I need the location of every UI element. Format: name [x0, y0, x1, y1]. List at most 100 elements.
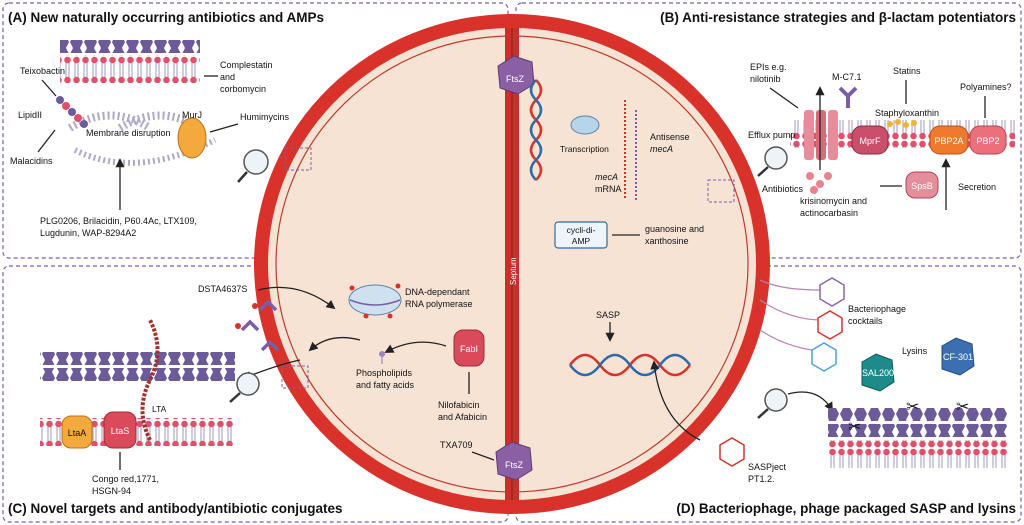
- phage-label-2: cocktails: [848, 316, 883, 326]
- humimycins-label: Humimycins: [240, 112, 290, 122]
- fabi-to-phospho-arrow: [384, 341, 447, 353]
- dna-helix-d: [569, 353, 691, 377]
- amps-label-2: Lugdunin, WAP-8294A2: [40, 228, 136, 238]
- ribosome-b: [570, 115, 600, 135]
- mprf-protein: MprF: [851, 125, 889, 155]
- magnifier-b-icon: [757, 146, 788, 177]
- efflux-label: Efflux pump: [748, 130, 795, 140]
- magnifier-a-icon: [237, 149, 269, 183]
- transcription-label: Transcription: [560, 144, 609, 154]
- lipidii-label: LipidII: [18, 110, 42, 120]
- ftsz-bottom-label: FtsZ: [505, 460, 523, 470]
- krisino-label-2: actinocarbasin: [800, 208, 858, 218]
- membrane-disruption-label: Membrane disruption: [86, 128, 171, 138]
- cyclic-di-amp-box: [554, 221, 608, 249]
- sasp-label: SASP: [596, 310, 620, 320]
- complestatin-label-2: and: [220, 72, 235, 82]
- svg-text:✂: ✂: [956, 399, 969, 416]
- sal200-label: SAL200: [862, 368, 894, 378]
- phage-head-purple: [819, 277, 845, 307]
- teixobactin-inhibit-line: [41, 79, 57, 97]
- phage-head-blue: [811, 342, 837, 372]
- panel-b-title: (B) Anti-resistance strategies and β-lac…: [660, 10, 1016, 25]
- rna-polymerase: [348, 283, 402, 319]
- rnap-label-2: RNA polymerase: [405, 299, 473, 309]
- teixobactin-label: Teixobactin: [20, 66, 65, 76]
- ftsz-top-label: FtsZ: [506, 74, 524, 84]
- spsb-protein: SpsB: [905, 171, 939, 199]
- antibody-mc71-icon: [838, 86, 858, 108]
- membrane-d: [828, 408, 1008, 468]
- magnifier-d-arrow: [787, 391, 833, 412]
- humimycins-inhibit-line: [209, 123, 239, 133]
- septum-label: Septum: [509, 257, 518, 285]
- antibiotics-dots: [806, 172, 832, 194]
- svg-text:✂: ✂: [906, 399, 919, 416]
- ltas-protein: LtaS: [103, 411, 137, 449]
- phage-head-red: [817, 310, 843, 340]
- phospho-label-2: and fatty acids: [356, 380, 415, 390]
- malacidins-inhibit-line: [37, 129, 56, 153]
- fabi-protein: FabI: [453, 329, 485, 367]
- krisino-label-1: krisinomycin and: [800, 196, 867, 206]
- saspject-arrow: [650, 360, 701, 441]
- cyclic-label-2: AMP: [572, 236, 591, 246]
- malacidins-label: Malacidins: [10, 156, 53, 166]
- ltas-label: LtaS: [111, 426, 130, 436]
- staphyloxanthin-dots: [887, 119, 917, 128]
- phospholipid-icon: [379, 351, 385, 364]
- rnap-label-1: DNA-dependant: [405, 287, 470, 297]
- antibiotics-label: Antibiotics: [762, 184, 804, 194]
- saspject-label-2: PT1.2.: [748, 474, 775, 484]
- lysins-label: Lysins: [902, 346, 928, 356]
- zoom-box-b: [707, 179, 735, 203]
- mrna-strands: [624, 100, 637, 200]
- guanosine-label-2: xanthosine: [645, 236, 689, 246]
- antisense-label-1: Antisense: [650, 132, 690, 142]
- svg-text:✂: ✂: [848, 419, 861, 436]
- complestatin-label-1: Complestatin: [220, 60, 273, 70]
- nilo-label-1: Nilofabicin: [438, 400, 480, 410]
- epis-inhibit-line: [769, 87, 799, 109]
- txa-inhibit-line: [471, 451, 495, 461]
- zoom-box-a: [284, 147, 312, 171]
- statins-label: Statins: [893, 66, 921, 76]
- staphyloxanthin-label: Staphyloxanthin: [875, 108, 939, 118]
- zoom-box-c: [281, 365, 309, 389]
- dsta-label: DSTA4637S: [198, 284, 247, 294]
- phospho-label-1: Phospholipids: [356, 368, 413, 378]
- mprf-label: MprF: [860, 136, 881, 146]
- meca-label-2: mRNA: [595, 184, 622, 194]
- saspject-label-1: SASPject: [748, 462, 787, 472]
- phospho-to-membrane-arrow: [308, 336, 361, 352]
- cf301-protein: CF-301: [941, 337, 975, 376]
- phage-label-1: Bacteriophage: [848, 304, 906, 314]
- dna-helix-b: [529, 79, 543, 181]
- complestatin-label-3: corbomycin: [220, 84, 266, 94]
- bacterial-cell: Septum: [254, 14, 770, 514]
- ftsz-bottom: FtsZ: [495, 441, 533, 481]
- panel-a-title: (A) New naturally occurring antibiotics …: [8, 10, 324, 25]
- panel-b-border: [515, 2, 1022, 259]
- nilo-label-2: and Afabicin: [438, 412, 487, 422]
- antisense-label-2: mecA: [650, 144, 673, 154]
- mc71-label: M-C7.1: [832, 72, 862, 82]
- lipid-ii-chain: [56, 96, 88, 128]
- antibody-conjugates: [235, 299, 280, 352]
- ltaa-label: LtaA: [68, 428, 87, 438]
- magnifier-d-icon: [757, 388, 788, 419]
- epis-label-1: EPIs e.g.: [750, 62, 787, 72]
- pbp2a-label: PBP2A: [934, 136, 963, 146]
- murj-label: MurJ: [182, 110, 202, 120]
- pbp2-label: PBP2: [976, 136, 999, 146]
- panel-d-title: (D) Bacteriophage, phage packaged SASP a…: [676, 501, 1016, 516]
- dsta-arrow: [257, 286, 336, 310]
- amps-label-1: PLG0206, Brilacidin, P60.4Ac, LTX109,: [40, 216, 197, 226]
- lta-chain: [140, 319, 160, 441]
- guanosine-label-1: guanosine and: [645, 224, 704, 234]
- fabi-label: FabI: [460, 344, 478, 354]
- efflux-pump: [804, 110, 838, 160]
- sal200-protein: SAL200: [861, 353, 895, 392]
- magnifier-c-icon: [229, 372, 260, 403]
